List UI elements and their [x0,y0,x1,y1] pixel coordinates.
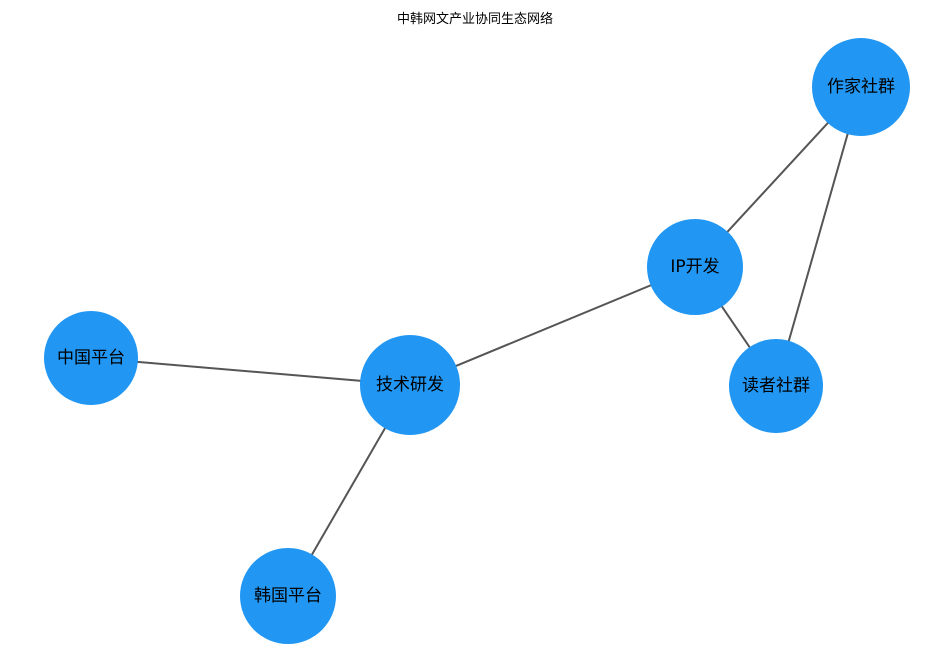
node-label-korea_platform: 韩国平台 [254,586,322,606]
node-label-reader_community: 读者社群 [742,376,810,396]
graph-node-writer_community[interactable]: 作家社群 [812,38,910,136]
node-circle-ip_development[interactable] [647,219,743,315]
node-circle-china_platform[interactable] [44,311,138,405]
node-label-tech_rd: 技术研发 [376,375,444,395]
edges-group [90,86,862,597]
graph-node-ip_development[interactable]: IP开发 [647,219,743,315]
graph-edge-writer_community-reader_community [775,86,862,387]
graph-node-tech_rd[interactable]: 技术研发 [360,335,460,435]
graph-node-reader_community[interactable]: 读者社群 [729,339,823,433]
node-label-ip_development: IP开发 [670,257,719,277]
node-circle-writer_community[interactable] [812,38,910,136]
node-circle-reader_community[interactable] [729,339,823,433]
graph-node-china_platform[interactable]: 中国平台 [44,311,138,405]
graph-edge-tech_rd-ip_development [409,266,696,386]
node-circle-korea_platform[interactable] [240,548,336,644]
graph-edge-china_platform-tech_rd [90,357,411,386]
page-title: 中韩网文产业协同生态网络 [396,12,553,27]
node-label-china_platform: 中国平台 [57,348,125,368]
node-label-writer_community: 作家社群 [827,77,895,97]
graph-node-korea_platform[interactable]: 韩国平台 [240,548,336,644]
node-circle-tech_rd[interactable] [360,335,460,435]
